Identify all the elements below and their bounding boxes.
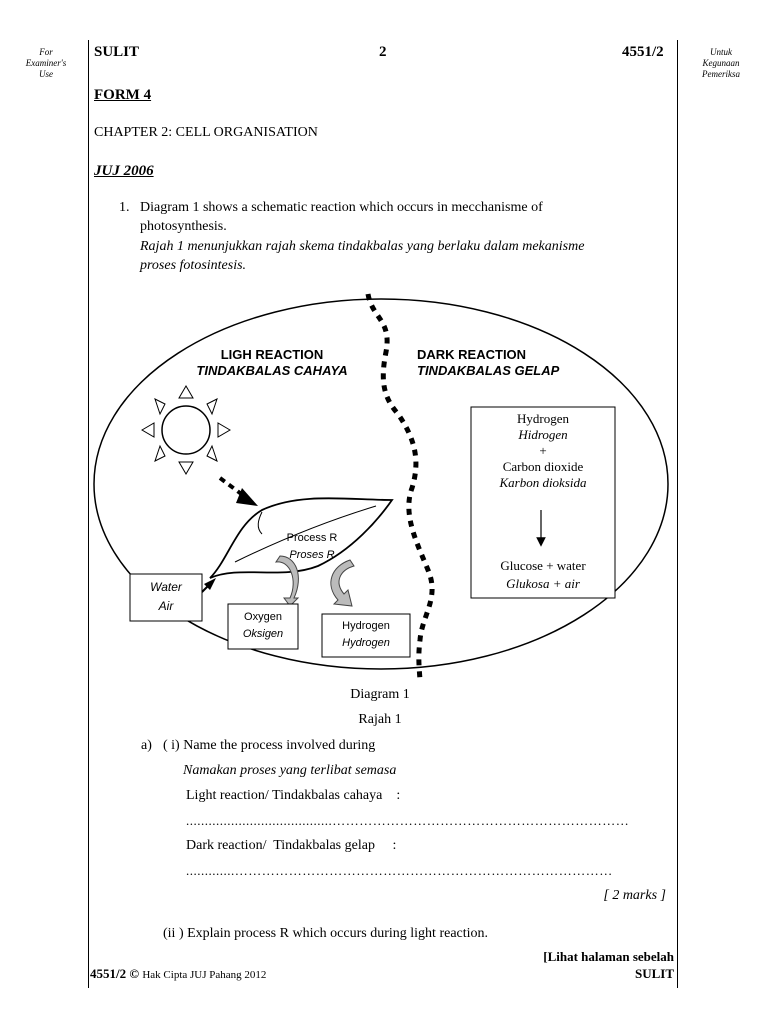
margin-left-line-3: Use bbox=[39, 69, 53, 79]
box-hydrogen-my: Hidrogen bbox=[518, 427, 568, 442]
diagram-caption-my: Rajah 1 bbox=[358, 712, 402, 727]
hydrogen-out-box bbox=[321, 613, 411, 658]
question-text-en-1: Diagram 1 shows a schematic reaction whi… bbox=[140, 200, 543, 215]
water-label: Water Air bbox=[130, 578, 202, 616]
oxygen-my: Oksigen bbox=[242, 628, 284, 640]
light-reaction-title: LIGH REACTION TINDAKBALAS CAHAYA bbox=[186, 347, 358, 379]
hydrogen-release-arrow bbox=[330, 559, 355, 607]
header-sulit: SULIT bbox=[94, 44, 140, 60]
copyright-icon: © bbox=[129, 966, 140, 981]
marks-label: [ 2 marks ] bbox=[603, 888, 666, 903]
copyright-text: Hak Cipta JUJ Pahang 2012 bbox=[142, 969, 267, 981]
process-r-my: Proses R bbox=[289, 549, 335, 561]
chapter-title: CHAPTER 2: CELL ORGANISATION bbox=[94, 125, 318, 140]
paper-code: 4551/2 bbox=[622, 44, 664, 60]
part-a-label: a) bbox=[141, 738, 152, 753]
margin-right-line-1: Untuk bbox=[710, 47, 732, 57]
hydrogen-out-label: Hydrogen Hydrogen bbox=[322, 618, 410, 652]
question-text-my-1: Rajah 1 menunjukkan rajah skema tindakba… bbox=[140, 239, 585, 254]
question-text-en-2: photosynthesis. bbox=[140, 219, 227, 234]
dark-reaction-en: DARK REACTION bbox=[417, 347, 527, 362]
margin-right-line-3: Pemeriksa bbox=[702, 69, 740, 79]
part-a-sub-ii: (ii ) Explain process R which occurs dur… bbox=[163, 926, 489, 941]
oxygen-en: Oxygen bbox=[244, 611, 282, 623]
water-en: Water bbox=[150, 580, 182, 594]
dark-box-text: Hydrogen Hidrogen + Carbon dioxide Karbo… bbox=[471, 411, 615, 491]
part-a-sub-i: ( i) Name the process involved during bbox=[163, 738, 376, 753]
box-co2-my: Karbon dioksida bbox=[499, 475, 587, 490]
box-co2-en: Carbon dioxide bbox=[502, 459, 584, 474]
question-text-my-2: proses fotosintesis. bbox=[140, 258, 247, 273]
hydrogen-out-my: Hydrogen bbox=[342, 637, 390, 649]
divider-dotted-line bbox=[365, 293, 435, 681]
dark-reaction-title: DARK REACTION TINDAKBALAS GELAP bbox=[417, 347, 587, 379]
process-r-label: Process R Proses R bbox=[272, 530, 352, 564]
reaction-ellipse bbox=[93, 298, 669, 670]
lihat-halaman: [Lihat halaman sebelah bbox=[543, 949, 674, 964]
water-my: Air bbox=[158, 599, 174, 613]
dark-reaction-box bbox=[470, 406, 616, 599]
margin-right-line-2: Kegunaan bbox=[702, 58, 740, 68]
leaf-shape bbox=[209, 497, 394, 579]
water-box bbox=[129, 573, 203, 622]
right-margin-rule bbox=[677, 40, 678, 988]
dark-reaction-question: Dark reaction/ Tindakbalas gelap : bbox=[186, 838, 397, 853]
footer-sulit: SULIT bbox=[634, 966, 674, 981]
light-reaction-my: TINDAKBALAS CAHAYA bbox=[196, 363, 348, 378]
dark-reaction-my: TINDAKBALAS GELAP bbox=[417, 363, 560, 378]
part-a-sub-i-my: Namakan proses yang terlibat semasa bbox=[183, 763, 397, 778]
left-margin-rule bbox=[88, 40, 89, 988]
sun-icon bbox=[141, 385, 231, 475]
dark-box-products: Glucose + water Glukosa + air bbox=[471, 557, 615, 593]
hydrogen-out-en: Hydrogen bbox=[342, 620, 390, 632]
margin-left-line-1: For bbox=[39, 47, 53, 57]
footer-copyright: 4551/2 © Hak Cipta JUJ Pahang 2012 bbox=[90, 966, 266, 982]
answer-line-dark[interactable]: .............………………………………………………………………………… bbox=[186, 863, 613, 878]
pemeriksa-margin-note: Untuk Kegunaan Pemeriksa bbox=[686, 47, 756, 80]
box-product-my: Glukosa + air bbox=[506, 576, 580, 591]
light-reaction-question: Light reaction/ Tindakbalas cahaya : bbox=[186, 788, 401, 803]
examiner-margin-note: For Examiner's Use bbox=[16, 47, 76, 80]
form-label: FORM 4 bbox=[94, 87, 152, 103]
answer-line-light[interactable]: .......................................…… bbox=[186, 813, 630, 828]
margin-left-line-2: Examiner's bbox=[25, 58, 67, 68]
box-product-en: Glucose + water bbox=[500, 558, 586, 573]
oxygen-box bbox=[227, 603, 299, 650]
water-arrow bbox=[201, 578, 216, 593]
box-plus: + bbox=[539, 443, 547, 458]
oxygen-release-arrow bbox=[274, 555, 300, 607]
exam-label: JUJ 2006 bbox=[94, 163, 154, 179]
oxygen-label: Oxygen Oksigen bbox=[228, 609, 298, 643]
box-hydrogen-en: Hydrogen bbox=[517, 411, 569, 426]
process-r-en: Process R bbox=[286, 532, 338, 544]
footer-code: 4551/2 bbox=[90, 966, 127, 981]
question-number: 1. bbox=[119, 200, 130, 215]
page-number: 2 bbox=[379, 44, 387, 60]
light-arrow bbox=[218, 476, 258, 506]
diagram-caption-en: Diagram 1 bbox=[350, 687, 410, 702]
light-reaction-en: LIGH REACTION bbox=[220, 347, 324, 362]
